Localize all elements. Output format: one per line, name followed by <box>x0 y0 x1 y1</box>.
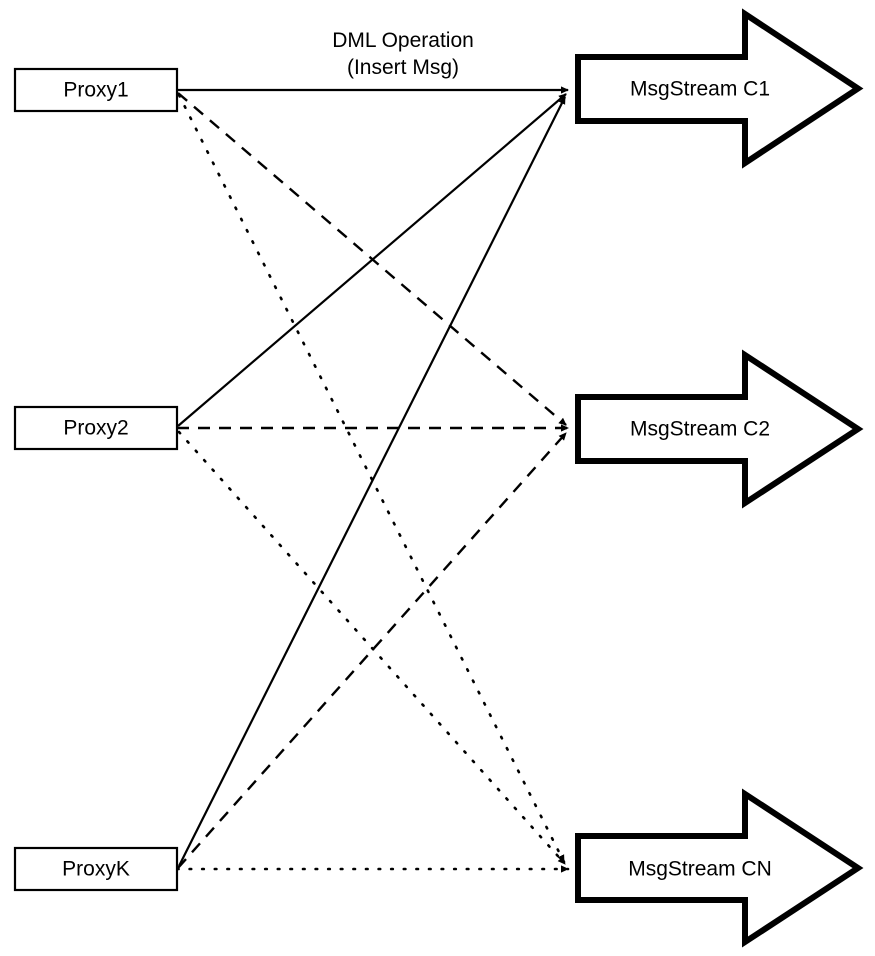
msgstream-c2-label: MsgStream C2 <box>630 418 770 441</box>
proxy1-label: Proxy1 <box>63 79 128 102</box>
msgstream-node-c1[interactable]: MsgStream C1 <box>575 8 864 169</box>
msgstream-cn-label: MsgStream CN <box>628 858 772 881</box>
proxyk-label: ProxyK <box>62 858 130 881</box>
proxy1-box[interactable] <box>13 67 179 113</box>
proxyk-box[interactable] <box>13 846 179 892</box>
msgstream-cn-arrow-shape[interactable] <box>575 788 864 948</box>
proxy-node-proxy2[interactable]: Proxy2 <box>13 405 179 451</box>
proxy2-label: Proxy2 <box>63 417 128 440</box>
dml-operation-label-line2: (Insert Msg) <box>347 56 459 79</box>
dml-operation-label: DML Operation (Insert Msg) <box>332 29 474 79</box>
edge-proxy2-c1[interactable] <box>177 93 567 427</box>
edge-proxy1-cn[interactable] <box>177 93 566 864</box>
msgstream-c2-arrow-shape[interactable] <box>575 349 864 509</box>
msgstream-c1-arrow-shape[interactable] <box>575 8 864 169</box>
edge-proxyk-c1[interactable] <box>178 96 566 867</box>
msgstream-node-c2[interactable]: MsgStream C2 <box>575 349 864 509</box>
proxy-node-proxy1[interactable]: Proxy1 <box>13 67 179 113</box>
dml-operation-label-line1: DML Operation <box>332 29 474 52</box>
edge-layer <box>175 86 570 873</box>
edge-proxyk-c2[interactable] <box>177 432 567 869</box>
msgstream-c1-label: MsgStream C1 <box>630 78 770 101</box>
proxy-node-proxyk[interactable]: ProxyK <box>13 846 179 892</box>
edge-proxy2-cn[interactable] <box>177 430 567 866</box>
proxy2-box[interactable] <box>13 405 179 451</box>
msgstream-node-cn[interactable]: MsgStream CN <box>575 788 864 948</box>
